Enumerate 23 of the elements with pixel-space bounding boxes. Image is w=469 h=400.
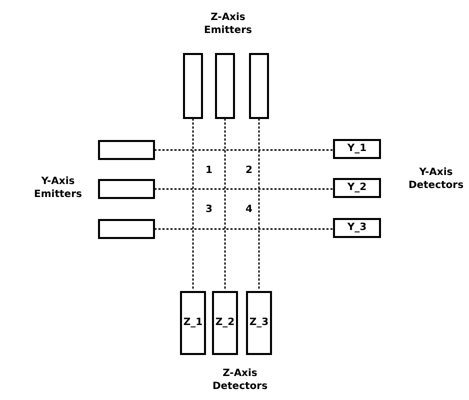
emitter-box [183, 53, 203, 119]
cell-number: 3 [204, 204, 214, 216]
cell-number: 1 [204, 165, 214, 178]
emitter-box [215, 53, 235, 119]
detector-box: Y_3 [333, 218, 381, 238]
cell-number: 2 [244, 165, 254, 178]
detector-box: Z_1 [180, 291, 206, 355]
detector-box: Z_3 [246, 291, 272, 355]
dotted-line [154, 149, 334, 151]
emitter-box [98, 179, 155, 199]
emitter-box [249, 53, 269, 119]
detector-box: Z_2 [212, 291, 238, 355]
cell-number: 4 [244, 204, 254, 216]
dotted-line [154, 228, 334, 230]
emitter-box [98, 140, 155, 160]
dotted-line [154, 188, 334, 190]
axis-label: Z-Axis Detectors [212, 368, 268, 393]
axis-label: Z-Axis Emitters [203, 12, 253, 37]
detector-box: Y_2 [333, 178, 381, 198]
axis-label: Y-Axis Emitters [33, 176, 83, 201]
axis-label: Y-Axis Detectors [407, 167, 465, 192]
emitter-box [98, 219, 155, 239]
detector-box: Y_1 [333, 139, 381, 159]
